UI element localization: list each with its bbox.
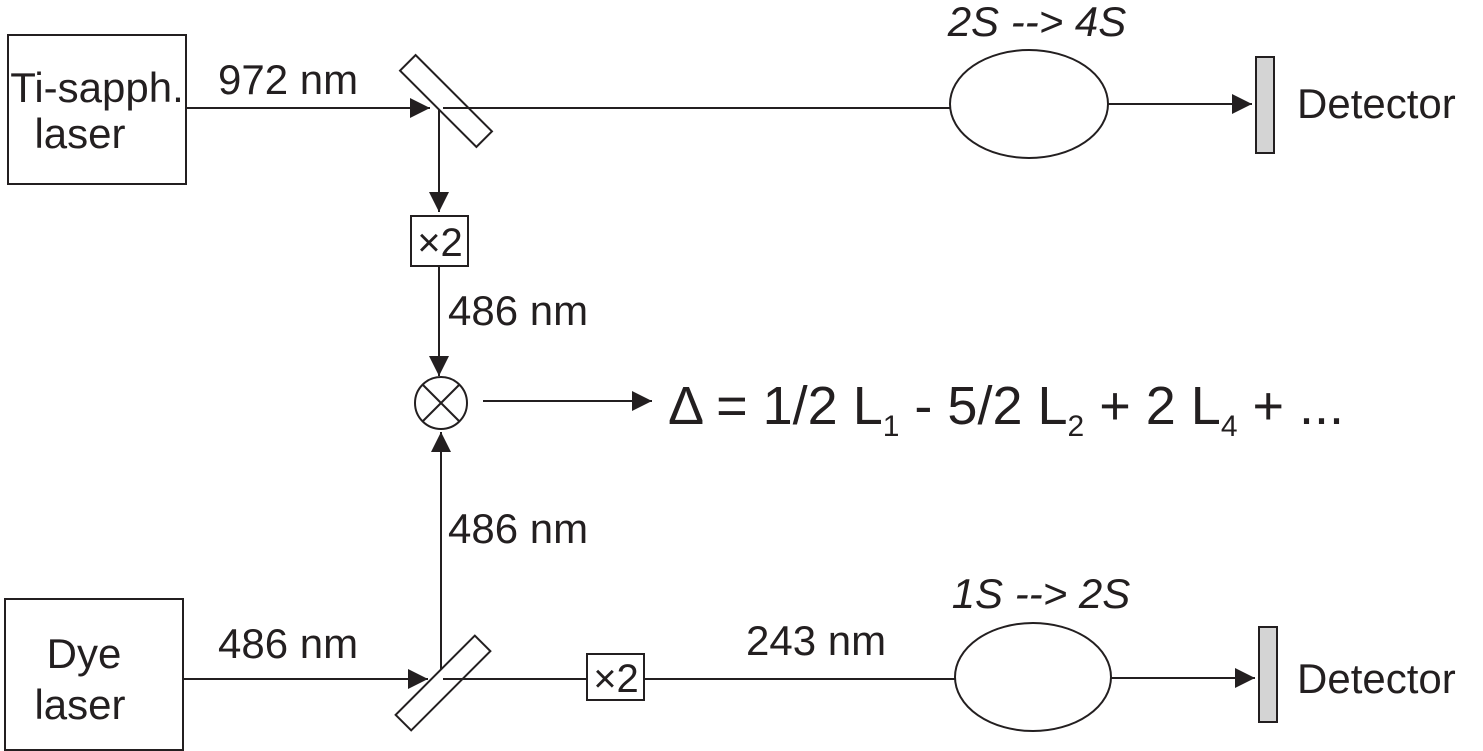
upper-detector-label: Detector	[1297, 80, 1456, 127]
upper-detector	[1255, 56, 1275, 154]
transition-1s-2s-label: 1S --> 2S	[952, 570, 1131, 617]
wavelength-972nm-label: 972 nm	[218, 56, 358, 103]
upper-beam-splitter	[398, 53, 494, 149]
lower-doubler-label: ×2	[593, 657, 639, 701]
dye-laser: Dye laser	[4, 598, 184, 751]
ti-sapph-laser: Ti-sapph. laser	[7, 34, 187, 185]
transition-2s-4s-label: 2S --> 4S	[947, 0, 1127, 45]
beat-mixer	[414, 376, 468, 430]
dye-label-line2: laser	[34, 681, 125, 728]
ti-sapph-label-line2: laser	[34, 110, 125, 157]
lamb-shift-equation: Δ = 1/2 L1 - 5/2 L2 + 2 L4 + ...	[668, 376, 1344, 443]
wavelength-486nm-upper-label: 486 nm	[448, 287, 588, 334]
dye-label-line1: Dye	[47, 630, 122, 677]
lower-frequency-doubler: ×2	[586, 653, 645, 701]
lower-beam-splitter	[394, 634, 492, 732]
upper-atomic-cell	[949, 49, 1109, 159]
lower-detector	[1258, 626, 1278, 723]
wavelength-243nm-label: 243 nm	[746, 617, 886, 664]
wavelength-486nm-dye-label: 486 nm	[218, 620, 358, 667]
upper-frequency-doubler: ×2	[410, 215, 469, 267]
ti-sapph-label-line1: Ti-sapph.	[10, 64, 184, 111]
lower-atomic-cell	[954, 622, 1112, 732]
wavelength-486nm-mixer-label: 486 nm	[448, 505, 588, 552]
upper-doubler-label: ×2	[417, 221, 463, 265]
lower-detector-label: Detector	[1297, 655, 1456, 702]
